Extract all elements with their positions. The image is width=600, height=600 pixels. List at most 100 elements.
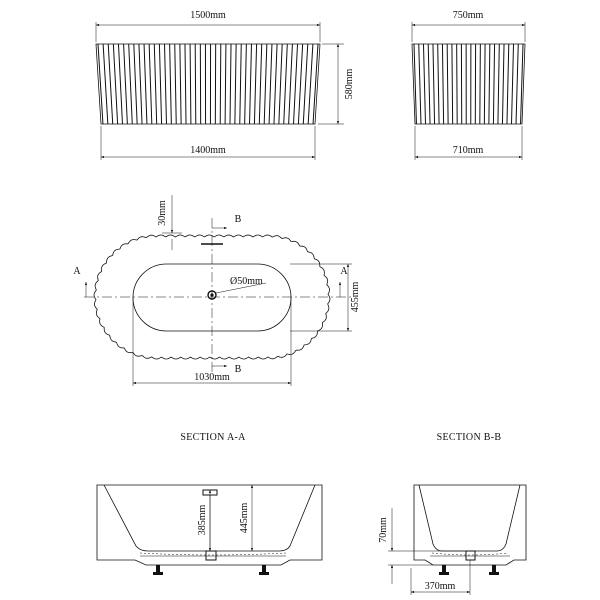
side-rib <box>511 44 515 124</box>
inner-width-label: 455mm <box>350 282 361 313</box>
side-rib <box>432 44 436 124</box>
front-rib <box>143 44 148 124</box>
side-bottom-width-label: 710mm <box>453 145 484 156</box>
side-elevation: 750mm 710mm <box>411 10 526 160</box>
front-rib <box>179 44 182 124</box>
side-rib <box>506 44 510 124</box>
front-rib <box>234 44 237 124</box>
front-rib <box>153 44 158 124</box>
section-b-foot-right <box>489 565 499 575</box>
rim-offset-label: 30mm <box>157 200 168 226</box>
front-rib <box>297 44 304 124</box>
side-rib <box>418 44 422 124</box>
front-rib <box>244 44 247 124</box>
side-rib <box>520 44 524 124</box>
side-rib <box>451 44 454 124</box>
front-rib <box>229 44 232 124</box>
front-rib <box>249 44 252 124</box>
dim-base-height: 70mm <box>378 508 466 584</box>
side-rib <box>413 44 417 124</box>
dim-overflow-height: 385mm <box>197 490 212 551</box>
front-rib <box>174 44 177 124</box>
side-rib <box>488 44 491 124</box>
dim-inner-width: 455mm <box>290 263 361 332</box>
front-rib <box>184 44 187 124</box>
side-fluted-ribs <box>413 44 524 124</box>
side-rib <box>437 44 440 124</box>
front-rib <box>189 44 192 124</box>
dim-depth: 445mm <box>239 485 254 551</box>
front-rib <box>158 44 163 124</box>
front-rib <box>253 44 258 124</box>
side-rib <box>422 44 426 124</box>
side-rib <box>446 44 449 124</box>
front-rib <box>239 44 242 124</box>
section-b-title: SECTION B-B <box>437 432 502 443</box>
overflow-height-label: 385mm <box>197 505 208 536</box>
section-b-basin <box>418 484 521 552</box>
front-rib <box>288 44 293 124</box>
svg-text:A: A <box>340 266 348 277</box>
front-rib <box>268 44 273 124</box>
base-width-label: 370mm <box>425 581 456 592</box>
base-height-label: 70mm <box>378 517 389 543</box>
front-rib <box>112 44 119 124</box>
front-rib <box>224 44 227 124</box>
front-rib <box>263 44 268 124</box>
drain-diameter-label: Ø50mm <box>230 276 263 287</box>
dim-height-front: 580mm <box>318 43 355 125</box>
plan-view: Ø50mm 30mm 455mm 1030mm A A <box>73 195 361 386</box>
section-a: SECTION A-A 385mm <box>96 432 323 575</box>
front-rib <box>148 44 153 124</box>
front-rib <box>278 44 283 124</box>
front-bottom-width-label: 1400mm <box>190 145 226 156</box>
front-rib <box>283 44 288 124</box>
section-b-foot-left <box>439 565 449 575</box>
inner-length-label: 1030mm <box>194 372 230 383</box>
section-marker-a-right: A <box>338 266 348 297</box>
section-a-foot-right <box>259 565 269 575</box>
dim-base-width: 370mm <box>410 560 471 595</box>
side-rib <box>483 44 486 124</box>
dim-bottom-width-side: 710mm <box>414 126 523 160</box>
section-a-shell <box>96 484 323 566</box>
plan-scalloped-rim <box>93 234 331 360</box>
side-rib <box>492 44 496 124</box>
section-a-title: SECTION A-A <box>180 432 246 443</box>
dim-inner-length: 1030mm <box>132 297 292 386</box>
front-rib <box>293 44 299 124</box>
front-rib <box>219 44 222 124</box>
front-top-width-label: 1500mm <box>190 10 226 21</box>
drain-icon <box>207 290 217 300</box>
side-rib <box>515 44 519 124</box>
side-rib <box>456 44 458 124</box>
side-rib <box>501 44 505 124</box>
section-b-shell <box>413 484 527 566</box>
section-marker-a-left: A <box>73 266 88 297</box>
front-rib <box>302 44 309 124</box>
section-a-floor-hatch <box>139 552 287 556</box>
side-rib <box>497 44 500 124</box>
section-b-floor-hatch <box>431 552 509 556</box>
section-b-drain-icon <box>465 550 476 561</box>
front-rib <box>133 44 138 124</box>
front-rib <box>258 44 263 124</box>
svg-text:B: B <box>235 364 242 375</box>
section-b: SECTION B-B 70mm 370m <box>378 432 527 595</box>
front-rib <box>138 44 143 124</box>
front-tub-outline <box>95 43 321 125</box>
side-top-width-label: 750mm <box>453 10 484 21</box>
section-a-foot-left <box>153 565 163 575</box>
front-rib <box>128 44 133 124</box>
front-rib <box>97 44 104 124</box>
front-rib <box>117 44 123 124</box>
svg-text:A: A <box>73 266 81 277</box>
dim-rim-offset: 30mm <box>157 195 182 250</box>
dim-top-width-front: 1500mm <box>95 10 321 42</box>
front-rib <box>312 44 319 124</box>
side-tub-outline <box>411 43 526 125</box>
svg-text:B: B <box>235 214 242 225</box>
front-rib <box>123 44 128 124</box>
front-rib <box>164 44 167 124</box>
